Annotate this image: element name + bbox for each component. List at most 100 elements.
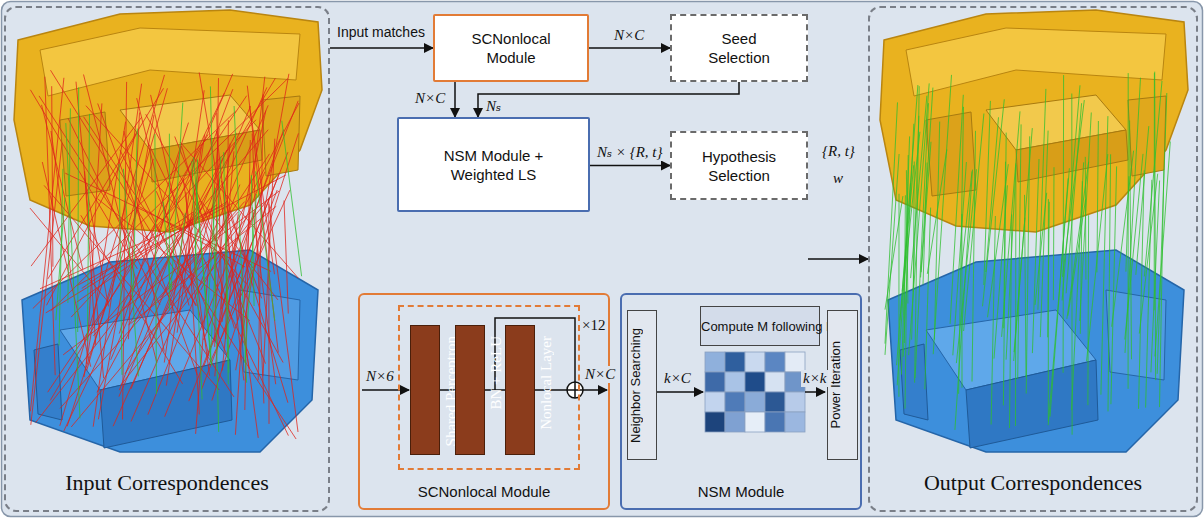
matrix-cell — [705, 392, 725, 412]
node-label: Output Correspondences — [870, 470, 1196, 496]
arrow — [651, 391, 703, 393]
weight-label: w — [831, 170, 845, 187]
correspondence-line — [1139, 170, 1145, 408]
correspondence-line — [52, 86, 53, 267]
correspondence-line — [1026, 136, 1030, 393]
node-label: Compute M following Eq. 3 — [701, 317, 807, 336]
correspondence-line — [1087, 215, 1089, 405]
correspondence-line — [972, 131, 976, 382]
node-label: Neighbor Searching — [628, 328, 656, 443]
correspondence-line — [934, 122, 939, 340]
layer-box: Nonlocal Layer — [505, 325, 535, 455]
step-box: Compute M following Eq. 3 — [700, 306, 820, 346]
correspondence-line — [82, 212, 194, 289]
output-panel: Output Correspondences — [868, 6, 1198, 512]
correspondence-line — [284, 201, 288, 314]
correspondence-line — [984, 101, 991, 285]
matrix-cell — [705, 352, 725, 372]
edge-label: N×C — [612, 27, 646, 44]
correspondence-line — [904, 195, 905, 343]
correspondence-line — [155, 134, 157, 394]
correspondence-line — [1151, 181, 1160, 373]
correspondence-line — [1053, 167, 1055, 300]
correspondence-line — [903, 124, 914, 357]
correspondence-line — [1018, 124, 1021, 379]
node-label: Seed Selection — [689, 29, 789, 67]
correspondence-line — [251, 175, 254, 306]
node-label: Hypothesis Selection — [689, 147, 789, 185]
connector — [589, 47, 670, 49]
point-cloud-scene — [880, 10, 1188, 452]
correspondence-line — [1146, 180, 1152, 408]
correspondence-line — [913, 162, 914, 292]
correspondence-line — [164, 90, 204, 362]
process-box: NSM Module + Weighted LS — [397, 117, 590, 212]
dimension-label: N×C — [583, 366, 617, 383]
correspondence-line — [906, 170, 908, 303]
layer-box: Shared Perceptron — [410, 325, 440, 455]
correspondence-line — [1072, 162, 1084, 410]
correspondence-line — [1048, 168, 1069, 425]
matrix-cell — [765, 372, 785, 392]
matrix-cell — [745, 352, 765, 372]
node-label: NSM Module + Weighted LS — [431, 146, 556, 184]
correspondence-line — [1101, 116, 1108, 395]
correspondence-line — [955, 170, 973, 430]
edge-label: Nₛ — [484, 97, 503, 115]
correspondence-line — [66, 123, 80, 418]
matrix-cell — [745, 372, 765, 392]
connector — [485, 389, 505, 391]
correspondence-line — [222, 214, 238, 370]
matrix-cell — [765, 352, 785, 372]
correspondence-line — [953, 162, 967, 355]
correspondence-line — [991, 216, 995, 425]
correspondence-line — [78, 87, 79, 332]
correspondence-line — [911, 96, 927, 278]
correspondence-line — [268, 199, 298, 432]
matrix-cell — [725, 352, 745, 372]
layer-box: BN + ReLU — [455, 325, 485, 455]
correspondence-line — [119, 89, 232, 390]
correspondence-line — [139, 206, 246, 267]
repeat-block: ×12Shared PerceptronBN + ReLUNonlocal La… — [398, 305, 580, 470]
edge-label: Nₛ × {R, t} — [595, 143, 665, 161]
node-label: SCNonlocal Module — [360, 483, 608, 500]
correspondence-line — [1003, 133, 1006, 406]
correspondence-line — [196, 183, 212, 366]
correspondence-line — [189, 152, 288, 401]
correspondence-line — [39, 96, 234, 397]
correspondence-line — [245, 194, 257, 363]
correspondence-line — [1010, 215, 1012, 429]
correspondence-line — [186, 192, 199, 415]
correspondence-line — [42, 162, 90, 367]
correspondence-line — [1144, 81, 1162, 277]
detail-panel: NSM ModuleNeighbor SearchingCompute M fo… — [620, 293, 862, 510]
correspondence-line — [986, 117, 999, 272]
connector — [330, 47, 433, 49]
input-arrow — [362, 389, 409, 391]
correspondence-line — [961, 214, 962, 388]
correspondence-line — [119, 164, 122, 375]
matrix-cell — [785, 392, 805, 412]
correspondence-line — [1136, 126, 1149, 275]
correspondence-line — [1111, 166, 1117, 404]
process-box: SCNonlocal Module — [433, 14, 589, 82]
input-panel: Input Correspondences — [4, 6, 330, 512]
dimension-label: k×C — [662, 370, 693, 387]
matrix-cell — [745, 392, 765, 412]
matrix-cell — [705, 412, 725, 432]
correspondence-line — [1038, 89, 1046, 310]
correspondence-line — [163, 201, 170, 290]
correspondence-line — [133, 129, 137, 291]
correspondence-line — [1085, 157, 1087, 280]
wire — [535, 389, 567, 391]
correspondence-line — [195, 159, 197, 273]
correspondence-line — [64, 93, 225, 431]
correspondence-line — [1154, 72, 1156, 380]
correspondence-line — [1063, 100, 1085, 277]
correspondence-line — [1066, 103, 1082, 293]
correspondence-line — [210, 157, 221, 359]
edge-label: {R, t} — [820, 143, 857, 160]
correspondence-line — [1032, 159, 1039, 353]
correspondence-line — [885, 154, 899, 355]
